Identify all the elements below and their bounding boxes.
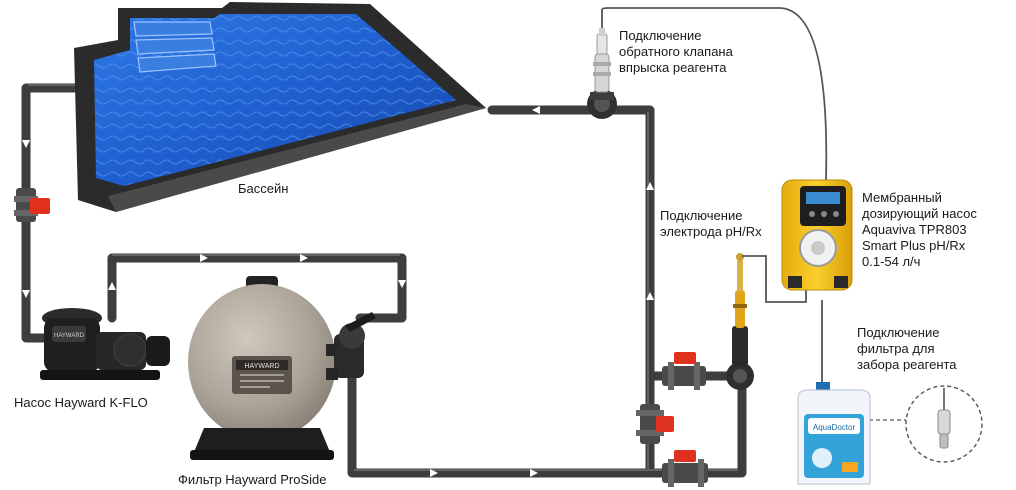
pool-steps xyxy=(133,21,217,73)
flow-arrow xyxy=(532,106,540,114)
flow-arrow xyxy=(108,282,116,290)
flow-arrow xyxy=(530,469,538,477)
flow-arrow xyxy=(200,254,208,262)
suction-filter xyxy=(937,388,951,449)
pipe-filter-outlet xyxy=(347,373,745,478)
suction-filter-callout xyxy=(905,385,983,463)
tube-injection xyxy=(601,7,828,181)
tube-electrode-cable xyxy=(742,255,807,303)
dosing-pump xyxy=(781,179,853,291)
canister-brand: AquaDoctor xyxy=(813,423,856,432)
flow-arrow xyxy=(646,182,654,190)
injection-check-valve xyxy=(587,28,617,119)
suction-filter-label: Подключение фильтра для забора реагента xyxy=(857,325,957,372)
valve-bottom xyxy=(662,450,708,487)
valve-bypass-top xyxy=(662,352,706,390)
ph-rx-electrode xyxy=(726,253,754,390)
flow-arrow xyxy=(22,290,30,298)
pump-brand: HAYWARD xyxy=(54,333,85,339)
flow-arrow xyxy=(300,254,308,262)
dosing-pump-label: Мембранный дозирующий насос Aquaviva TPR… xyxy=(862,190,977,269)
filter-brand: HAYWARD xyxy=(245,363,280,370)
flow-arrow xyxy=(22,140,30,148)
flow-arrows xyxy=(22,106,654,477)
valve-pool-outlet xyxy=(14,188,50,222)
pool xyxy=(74,2,486,212)
flow-arrow xyxy=(646,292,654,300)
check-valve-label: Подключение обратного клапана впрыска ре… xyxy=(619,28,733,75)
pool-label: Бассейн xyxy=(238,181,289,196)
circulation-pump: HAYWARD xyxy=(40,308,170,380)
pipe-return-to-pool xyxy=(487,105,655,478)
pipe-pump-to-filter xyxy=(107,253,407,323)
valve-return-vertical xyxy=(636,404,674,444)
electrode-label: Подключение электрода pH/Rx xyxy=(660,208,762,239)
filter-label: Фильтр Hayward ProSide xyxy=(178,472,327,487)
pump-label: Насос Hayward K-FLO xyxy=(14,395,148,410)
reagent-canister: AquaDoctor xyxy=(797,382,871,485)
sand-filter: HAYWARD xyxy=(188,276,376,460)
flow-arrow xyxy=(398,280,406,288)
pool-edge xyxy=(108,104,486,212)
flow-arrow xyxy=(430,469,438,477)
